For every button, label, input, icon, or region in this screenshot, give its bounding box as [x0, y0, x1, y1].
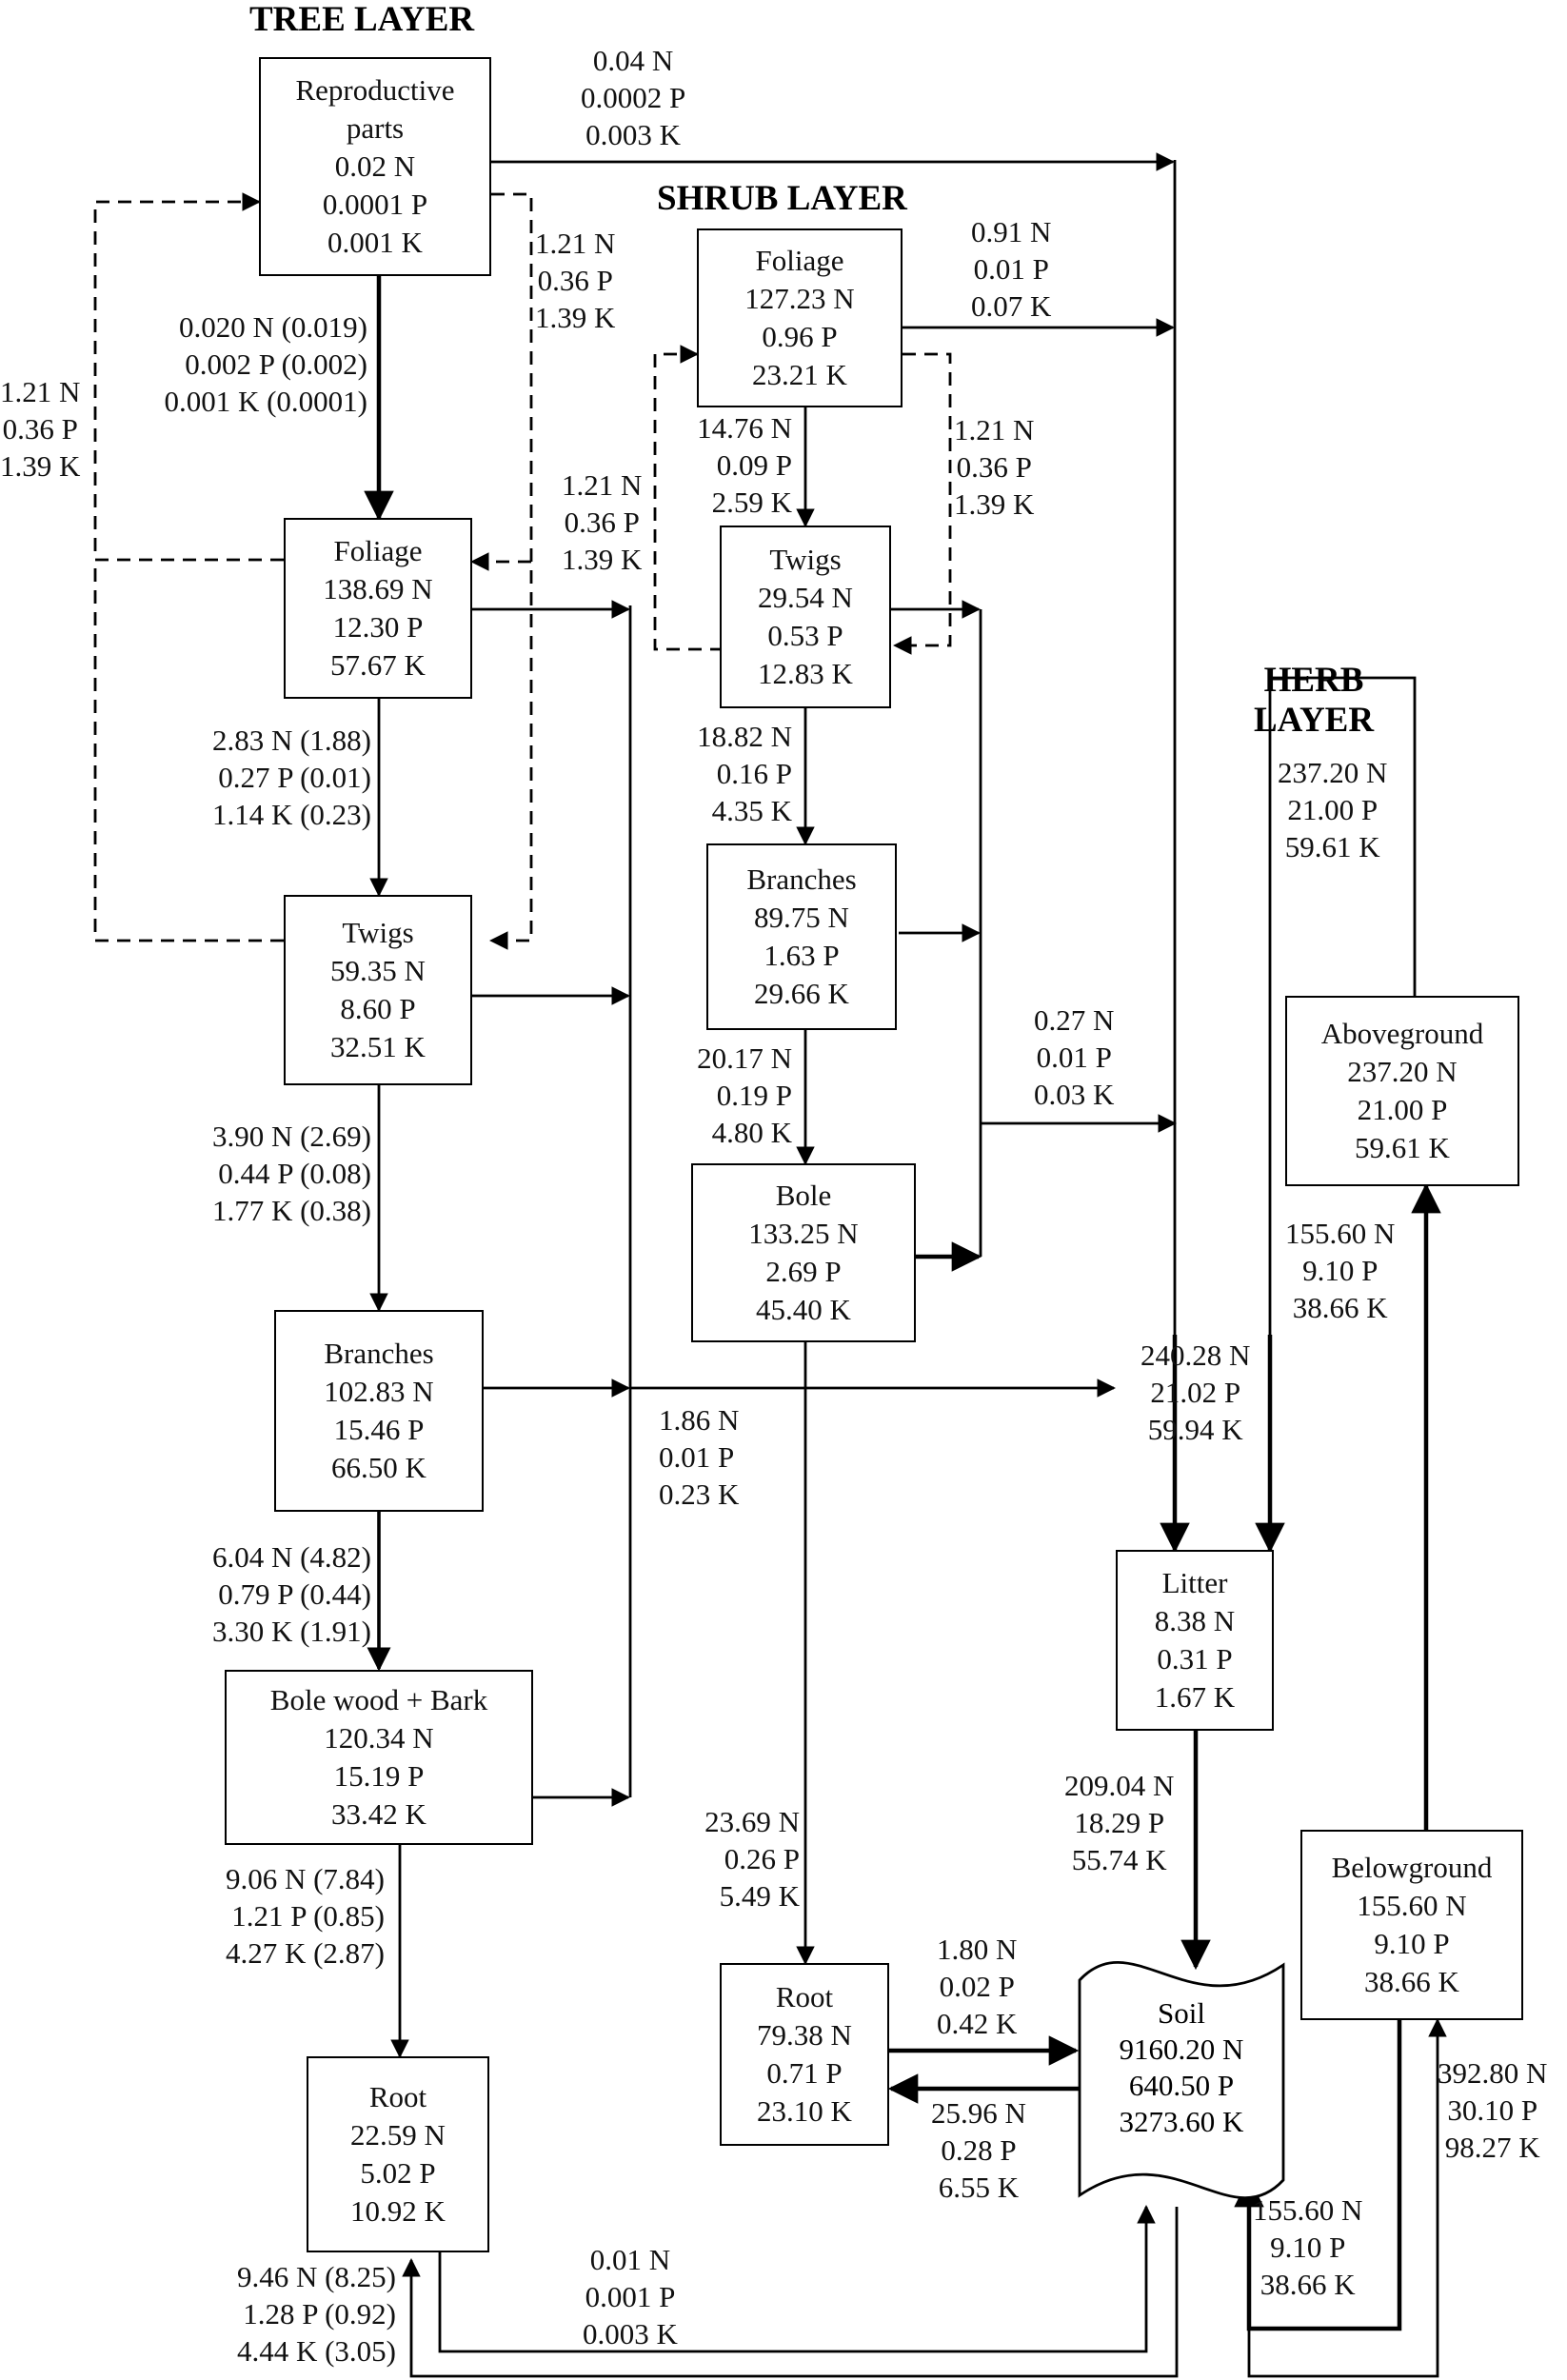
- flow-label: 9.46 N (8.25)1.28 P (0.92)4.44 K (3.05): [236, 2260, 396, 2368]
- tree-layer-title: TREE LAYER: [249, 0, 475, 39]
- flow-label: 3.90 N (2.69)0.44 P (0.08)1.77 K (0.38): [211, 1120, 371, 1227]
- soil-shape: [1078, 1961, 1285, 2199]
- flow-label: 6.04 N (4.82)0.79 P (0.44)3.30 K (1.91): [211, 1540, 371, 1648]
- flow-label: 2.83 N (1.88)0.27 P (0.01)1.14 K (0.23): [211, 724, 371, 831]
- soil-node: Soil 9160.20 N 640.50 P 3273.60 K: [1119, 1996, 1244, 2138]
- flow-label: 9.06 N (7.84)1.21 P (0.85)4.27 K (2.87): [225, 1862, 385, 1970]
- flow-label: 0.020 N (0.019)0.002 P (0.002)0.001 K (0…: [164, 310, 367, 418]
- shrub-layer-title: SHRUB LAYER: [657, 179, 907, 218]
